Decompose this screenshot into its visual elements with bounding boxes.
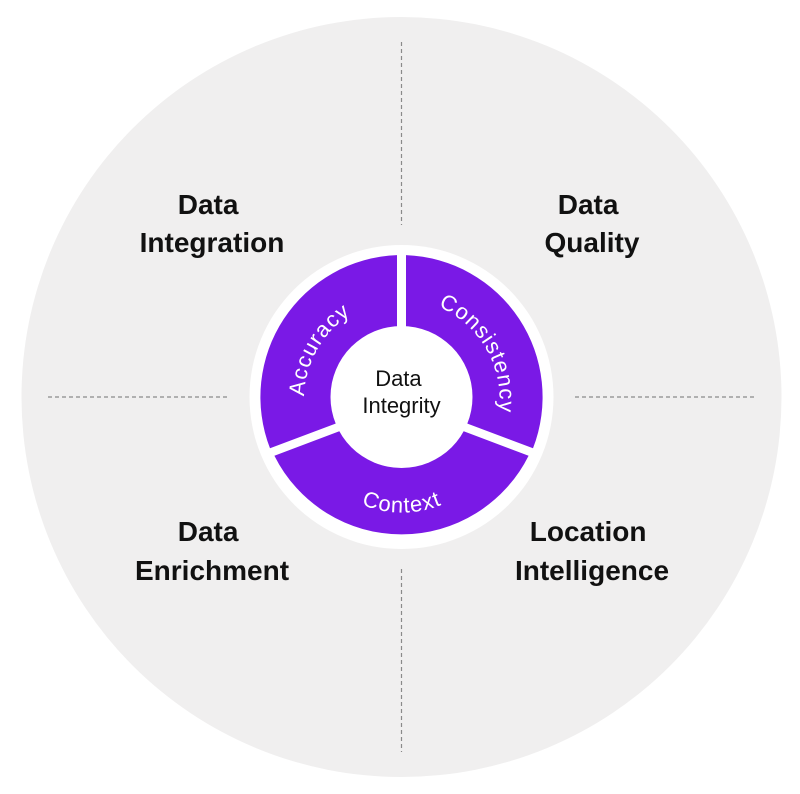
center-circle — [330, 326, 473, 468]
ring-segment-consistency — [406, 255, 543, 449]
quadrant-label-bottom-right: Location Intelligence — [515, 516, 669, 586]
quadrant-label-bottom-left: Data Enrichment — [135, 516, 289, 586]
center-label: Data Integrity — [362, 366, 440, 418]
quadrant-dividers — [48, 42, 757, 752]
ring-segment-accuracy — [260, 255, 397, 449]
ring-segment-context — [274, 430, 529, 535]
quadrant-label-top-left: Data Integration — [140, 189, 285, 258]
quadrant-label-top-right: Data Quality — [545, 189, 640, 258]
integrity-ring — [260, 255, 543, 535]
